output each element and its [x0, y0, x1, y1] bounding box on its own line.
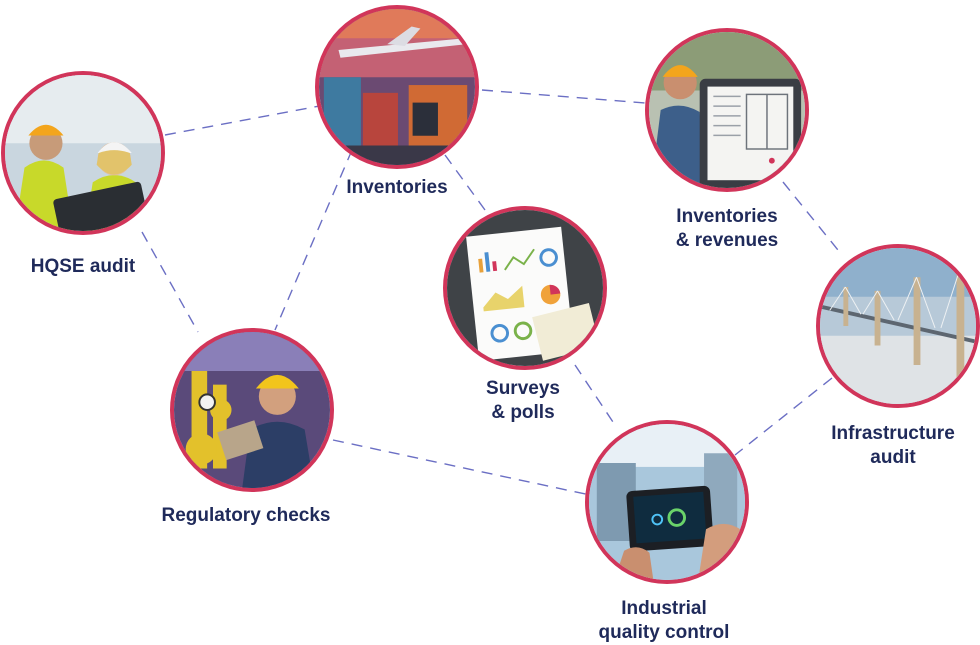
node-label-surveys-polls: Surveys & polls	[486, 377, 560, 425]
node-label-line: Inventories	[346, 177, 448, 198]
connector-hqse-inventories	[164, 104, 326, 136]
connector-hqse-regulatory	[141, 231, 199, 333]
node-label-line: Surveys	[486, 378, 560, 399]
node-label-industrial-quality-control: Industrial quality control	[599, 597, 730, 645]
regulatory-checks-photo-icon	[170, 328, 334, 492]
connector-surveys-industrial	[574, 364, 616, 426]
node-label-line: Infrastructure	[831, 423, 955, 444]
surveys-polls-photo-icon	[443, 206, 607, 370]
node-label-line: & polls	[491, 402, 555, 423]
inventories-revenues-photo-icon	[645, 28, 809, 192]
node-label-inventories: Inventories	[346, 176, 447, 200]
connector-regulatory-industrial	[332, 439, 591, 496]
node-label-line: Industrial	[621, 598, 707, 619]
connector-inventories-invrev	[481, 89, 646, 104]
node-label-line: audit	[870, 447, 916, 468]
node-label-line: & revenues	[675, 230, 779, 251]
industrial-quality-control-photo-icon	[585, 420, 749, 584]
connector-infra-industrial	[734, 377, 833, 456]
node-label-regulatory-checks: Regulatory checks	[162, 504, 331, 528]
node-label-infrastructure-audit: Infrastructure audit	[831, 422, 955, 470]
node-label-line: Regulatory checks	[161, 505, 331, 526]
connector-inventories-regulatory	[274, 149, 353, 331]
node-label-line: quality control	[598, 622, 730, 643]
node-label-line: HQSE audit	[30, 256, 136, 277]
inventories-photo-icon	[315, 5, 479, 169]
infrastructure-audit-photo-icon	[816, 244, 980, 408]
node-label-line: Inventories	[676, 206, 778, 227]
node-label-hqse-audit: HQSE audit	[31, 255, 136, 279]
hqse-audit-photo-icon	[1, 71, 165, 235]
connector-invrev-infra	[782, 181, 843, 256]
connector-inventories-surveys	[444, 154, 486, 211]
node-label-inventories-revenues: Inventories & revenues	[676, 205, 778, 253]
